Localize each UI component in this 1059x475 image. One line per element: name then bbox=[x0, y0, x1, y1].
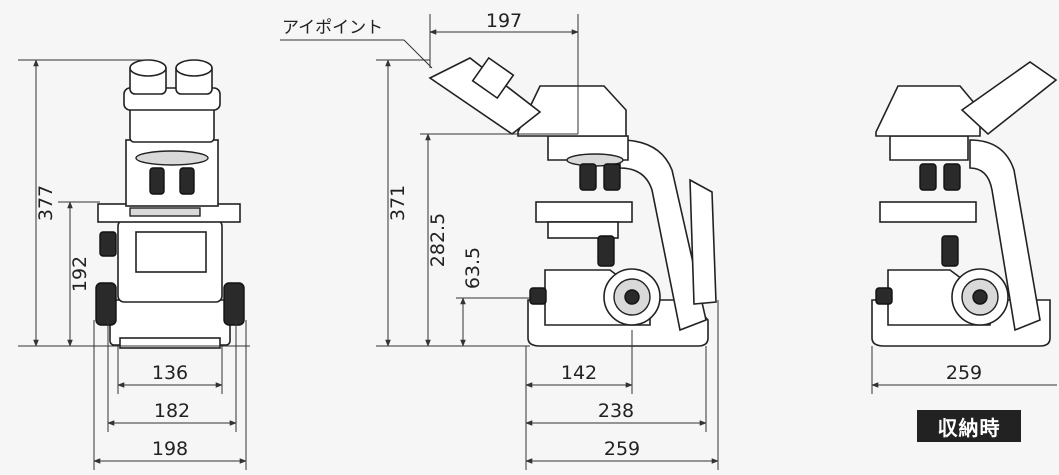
dim-front-192: 192 bbox=[69, 256, 91, 292]
eyepoint-label: アイポイント bbox=[282, 18, 383, 38]
dim-front-182: 182 bbox=[154, 400, 190, 422]
dim-side-259: 259 bbox=[604, 438, 640, 460]
front-view-microscope bbox=[95, 59, 245, 349]
front-dimension-lines bbox=[18, 59, 250, 470]
stored-dimension-lines bbox=[871, 346, 1057, 394]
dim-front-377: 377 bbox=[35, 185, 57, 221]
dim-side-238: 238 bbox=[598, 400, 634, 422]
dim-side-371: 371 bbox=[387, 185, 409, 221]
side-dimension-lines bbox=[280, 14, 719, 470]
dim-side-197: 197 bbox=[486, 10, 522, 32]
dim-front-136: 136 bbox=[152, 362, 188, 384]
stored-view-microscope bbox=[871, 61, 1058, 347]
storage-badge: 収納時 bbox=[917, 410, 1021, 442]
dim-stored-259: 259 bbox=[946, 362, 982, 384]
dim-side-282-5: 282.5 bbox=[427, 213, 449, 267]
dim-side-142: 142 bbox=[561, 362, 597, 384]
dim-side-63-5: 63.5 bbox=[462, 247, 484, 289]
dim-front-198: 198 bbox=[152, 438, 188, 460]
side-view-microscope bbox=[428, 56, 717, 347]
